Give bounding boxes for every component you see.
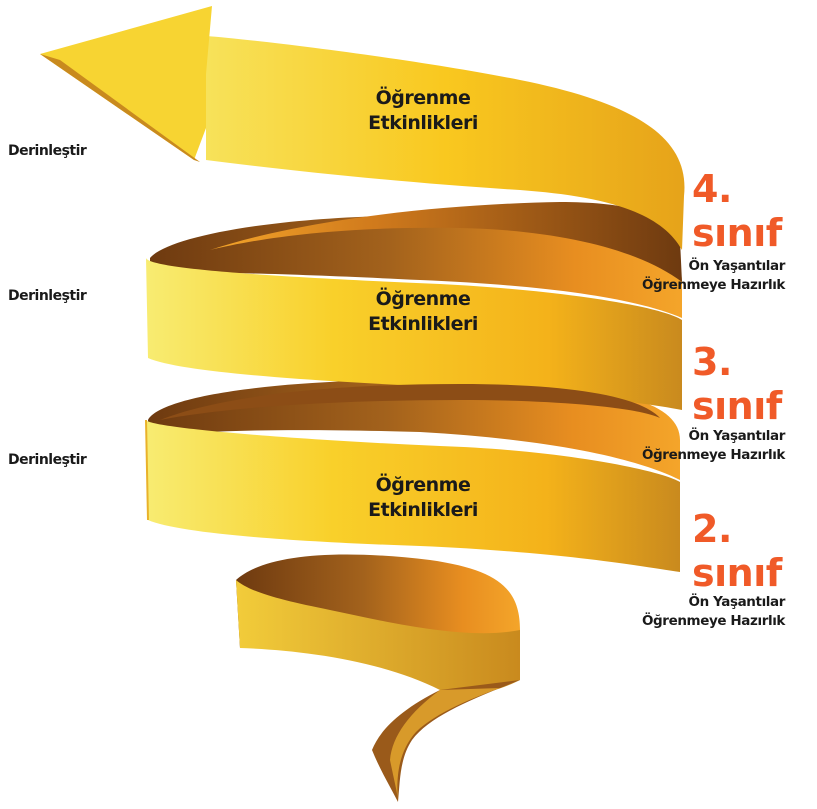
- prior-label-3-line2: Öğrenmeye Hazırlık: [641, 613, 785, 629]
- ribbon-arrow-band: [206, 36, 685, 250]
- band-label-1: Öğrenme Etkinlikleri: [338, 86, 508, 136]
- prior-label-3-line1: Ön Yaşantılar: [688, 594, 786, 610]
- band-label-1-line1: Öğrenme: [375, 87, 471, 109]
- prior-label-1-line2: Öğrenmeye Hazırlık: [641, 277, 785, 293]
- prior-label-2: Ön Yaşantılar Öğrenmeye Hazırlık: [585, 427, 785, 465]
- prior-label-2-line2: Öğrenmeye Hazırlık: [641, 447, 785, 463]
- ribbon-band-3: [146, 420, 680, 572]
- grade-label-2: 2. sınıf: [692, 507, 782, 595]
- side-label-deepen-3: Derinleştir: [8, 452, 87, 468]
- ribbon-tail-front: [236, 580, 520, 695]
- prior-label-1: Ön Yaşantılar Öğrenmeye Hazırlık: [585, 257, 785, 295]
- band-label-2-line2: Etkinlikleri: [368, 313, 478, 335]
- band-label-3: Öğrenme Etkinlikleri: [338, 473, 508, 523]
- ribbon-tail-curl: [372, 680, 520, 802]
- prior-label-1-line1: Ön Yaşantılar: [688, 258, 786, 274]
- grade-label-4: 4. sınıf: [692, 167, 782, 255]
- band-label-2-line1: Öğrenme: [375, 288, 471, 310]
- prior-label-2-line1: Ön Yaşantılar: [688, 428, 786, 444]
- band-label-3-line1: Öğrenme: [375, 474, 471, 496]
- arrow-head-shadow: [40, 54, 200, 162]
- ribbon-back-23: [160, 384, 660, 420]
- ribbon-turn1-inner: [210, 202, 682, 282]
- arrow-head: [40, 6, 212, 160]
- ribbon-turn2-inner: [150, 215, 682, 318]
- side-label-deepen-2: Derinleştir: [8, 288, 87, 304]
- side-label-deepen-1: Derinleştir: [8, 143, 87, 159]
- prior-label-3: Ön Yaşantılar Öğrenmeye Hazırlık: [585, 593, 785, 631]
- band-label-1-line2: Etkinlikleri: [368, 112, 478, 134]
- grade-label-3: 3. sınıf: [692, 340, 782, 428]
- ribbon-band-2: [146, 258, 682, 410]
- ribbon-tail-curl-edge: [390, 688, 500, 802]
- band-label-3-line2: Etkinlikleri: [368, 499, 478, 521]
- band-label-2: Öğrenme Etkinlikleri: [338, 287, 508, 337]
